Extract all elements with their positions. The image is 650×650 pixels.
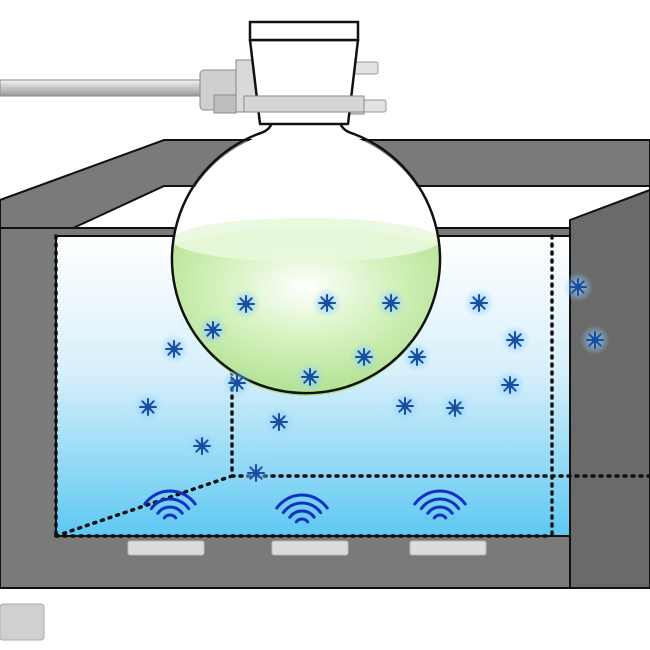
cavitation-bubble-icon <box>376 288 406 318</box>
cavitation-bubble-icon <box>402 342 432 372</box>
cavitation-bubble-icon <box>500 325 530 355</box>
cavitation-bubble-icon <box>241 458 271 488</box>
cavitation-bubble-icon <box>198 315 228 345</box>
ultrasound-wave-icon <box>143 489 197 520</box>
cavitation-bubble-icon <box>563 272 593 302</box>
base-block <box>0 603 45 641</box>
cavitation-bubble-icon <box>187 431 217 461</box>
cavitation-bubble-icon <box>295 362 325 392</box>
cavitation-bubble-icon <box>495 370 525 400</box>
ultrasound-wave-icon <box>275 493 329 524</box>
transducer-feet <box>127 540 487 556</box>
ultrasound-transducers <box>143 489 467 524</box>
cavitation-bubble-icon <box>222 368 252 398</box>
cavitation-bubble-icon <box>440 393 470 423</box>
cavitation-bubble-icon <box>231 289 261 319</box>
ultrasound-wave-icon <box>413 489 467 520</box>
cavitation-bubble-icon <box>264 407 294 437</box>
cavitation-bubble-icon <box>464 288 494 318</box>
cavitation-particles <box>133 272 610 488</box>
cavitation-bubble-icon <box>580 325 610 355</box>
cavitation-bubble-icon <box>133 392 163 422</box>
cavitation-bubble-icon <box>312 288 342 318</box>
cavitation-bubble-icon <box>390 391 420 421</box>
cavitation-bubble-icon <box>159 334 189 364</box>
cavitation-bubble-icon <box>349 342 379 372</box>
